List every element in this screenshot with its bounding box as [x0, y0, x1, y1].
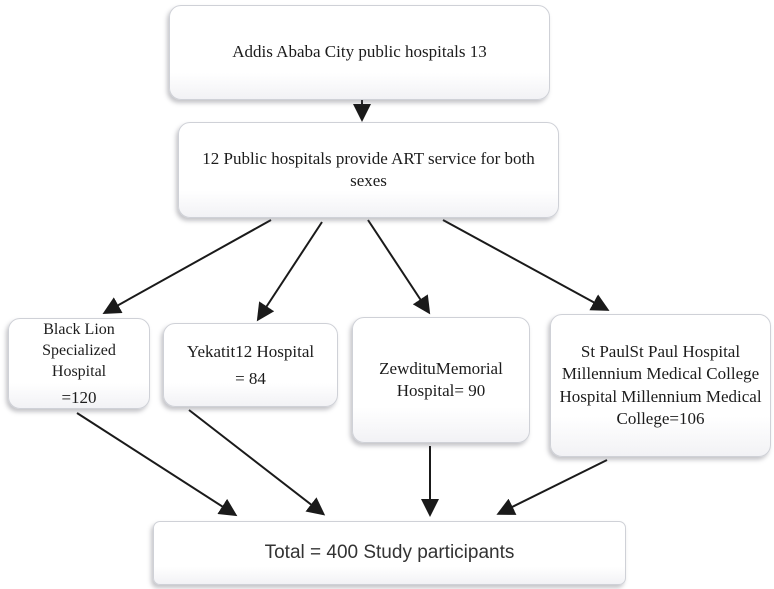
arrow-art-to-blacklion [102, 219, 272, 314]
arrow-art-to-yekatit [256, 221, 323, 322]
node-yekatit12-count: = 84 [235, 369, 266, 389]
node-public-hospitals: Addis Ababa City public hospitals 13 [169, 5, 550, 100]
node-yekatit12-label: Yekatit12 Hospital [186, 341, 315, 361]
arrow-art-to-zewditu [367, 219, 431, 315]
node-yekatit12-hospital: Yekatit12 Hospital = 84 [163, 323, 338, 407]
arrow-stpaul-to-total [496, 459, 608, 515]
arrow-art-to-stpaul [442, 219, 610, 311]
arrow-blacklion-to-total [76, 412, 238, 517]
node-black-lion-hospital: Black Lion Specialized Hospital =120 [8, 318, 150, 409]
arrow-yekatit-to-total [188, 409, 326, 516]
node-st-paul-label: St PaulSt Paul Hospital Millennium Medic… [559, 341, 762, 428]
node-total-label: Total = 400 Study participants [264, 542, 515, 564]
node-black-lion-count: =120 [61, 388, 97, 408]
node-public-hospitals-label: Addis Ababa City public hospitals 13 [232, 42, 487, 62]
node-total-participants: Total = 400 Study participants [153, 521, 626, 585]
node-art-service-hospitals: 12 Public hospitals provide ART service … [178, 122, 559, 218]
node-st-paul-hospital: St PaulSt Paul Hospital Millennium Medic… [550, 314, 771, 457]
node-zewditu-label: ZewdituMemorial Hospital= 90 [379, 358, 503, 400]
node-black-lion-label: Black Lion Specialized Hospital [42, 320, 116, 381]
node-zewditu-memorial-hospital: ZewdituMemorial Hospital= 90 [352, 317, 530, 443]
node-art-service-label: 12 Public hospitals provide ART service … [202, 148, 535, 190]
